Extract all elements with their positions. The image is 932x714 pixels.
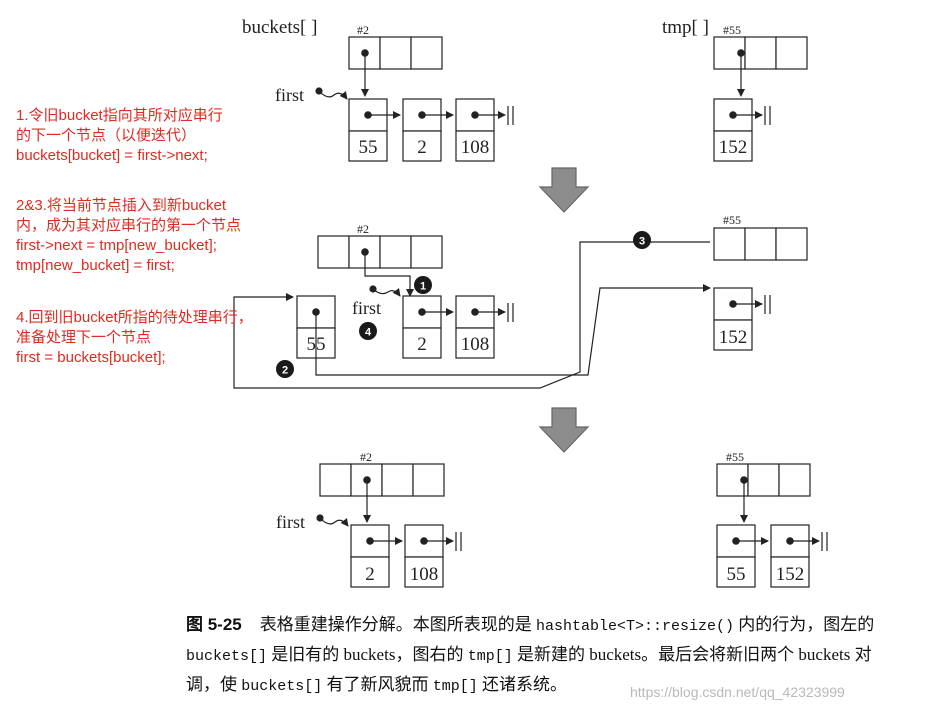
node-value-152: 152 bbox=[776, 564, 805, 585]
annotation-step-4: 4.回到旧bucket所指的待处理串行， 准备处理下一个节点 first = b… bbox=[16, 309, 253, 366]
stage-3: #2 first 2 bbox=[276, 450, 828, 588]
annotation-step-1: 1.令旧bucket指向其所对应串行 的下一个节点（以便迭代） buckets[… bbox=[16, 107, 223, 164]
svg-text:3: 3 bbox=[639, 236, 645, 248]
down-arrow bbox=[538, 167, 590, 213]
svg-text:1: 1 bbox=[420, 281, 426, 293]
list-node: 152 bbox=[713, 287, 771, 351]
old-bucket-array bbox=[317, 235, 443, 269]
bucket-index-new: #55 bbox=[723, 23, 741, 37]
tmp-bucket-array bbox=[716, 463, 811, 497]
tmp-label: tmp[ ] bbox=[662, 17, 709, 38]
node-value-2: 2 bbox=[365, 564, 375, 585]
svg-text:4: 4 bbox=[365, 327, 372, 339]
list-node: 2 bbox=[402, 98, 454, 162]
node-value-108: 108 bbox=[461, 334, 490, 355]
stage-2: #2 55 first bbox=[233, 213, 808, 389]
node-value-152: 152 bbox=[719, 327, 748, 348]
list-node: 55 bbox=[348, 98, 401, 162]
list-node: 152 bbox=[713, 98, 771, 162]
bucket-index-new: #55 bbox=[723, 213, 741, 227]
first-label: first bbox=[352, 298, 381, 318]
svg-text:2: 2 bbox=[282, 365, 288, 377]
node-value-108: 108 bbox=[461, 137, 490, 158]
node-value-108: 108 bbox=[410, 564, 439, 585]
node-value-2: 2 bbox=[417, 137, 427, 158]
tmp-bucket-array bbox=[713, 227, 808, 261]
figure-number: 图 5-25 bbox=[186, 615, 242, 634]
list-node: 152 bbox=[770, 524, 828, 588]
list-node: 2 bbox=[402, 295, 454, 359]
step-badge: 4 bbox=[359, 322, 377, 340]
step-badge: 3 bbox=[633, 231, 651, 249]
tmp-bucket-array bbox=[713, 36, 808, 70]
bucket-index-old: #2 bbox=[357, 222, 369, 236]
first-label: first bbox=[275, 85, 304, 105]
list-node: 55 bbox=[716, 524, 769, 588]
step-badge: 1 bbox=[414, 276, 432, 294]
node-value-2: 2 bbox=[417, 334, 427, 355]
bucket-index-new: #55 bbox=[726, 450, 744, 464]
list-node: 108 bbox=[455, 295, 514, 359]
node-value-55: 55 bbox=[727, 564, 746, 585]
stage-1: buckets[ ] #2 first 55 bbox=[242, 17, 808, 162]
down-arrow bbox=[538, 407, 590, 453]
list-node: 108 bbox=[404, 524, 462, 588]
buckets-label: buckets[ ] bbox=[242, 17, 317, 38]
bucket-index-old: #2 bbox=[360, 450, 372, 464]
bucket-index-old: #2 bbox=[357, 23, 369, 37]
list-node: 108 bbox=[455, 98, 514, 162]
node-value-55: 55 bbox=[359, 137, 378, 158]
first-label: first bbox=[276, 512, 305, 532]
old-bucket-array bbox=[319, 463, 445, 497]
watermark: https://blog.csdn.net/qq_42323999 bbox=[630, 684, 845, 700]
list-node: 2 bbox=[350, 524, 403, 588]
node-value-152: 152 bbox=[719, 137, 748, 158]
annotation-step-2-3: 2&3.将当前节点插入到新bucket 内，成为其对应串行的第一个节点 firs… bbox=[16, 197, 242, 274]
step-badge: 2 bbox=[276, 360, 294, 378]
